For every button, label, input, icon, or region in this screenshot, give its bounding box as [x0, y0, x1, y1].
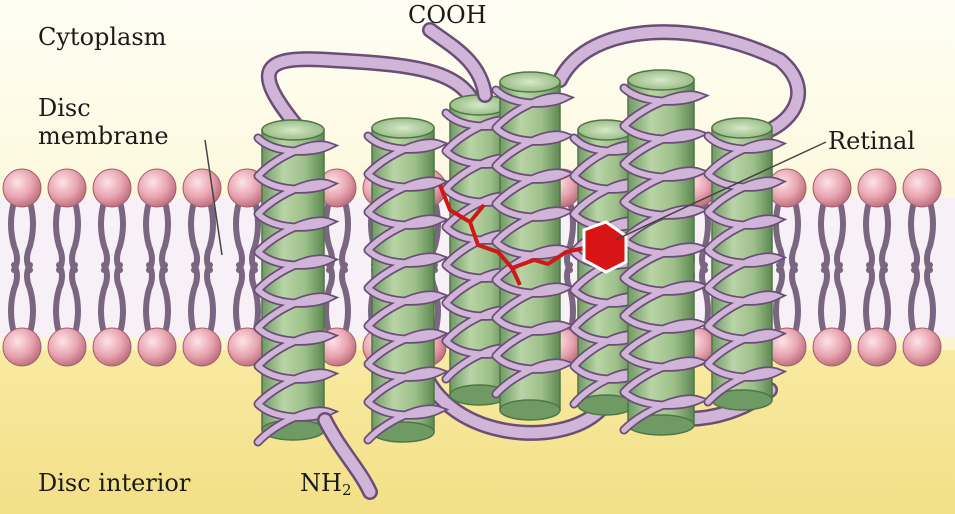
lipid-head	[48, 169, 86, 207]
helix-7	[708, 118, 776, 410]
lipid-head	[48, 328, 86, 366]
lipid-head	[813, 169, 851, 207]
nh2-label: NH2	[300, 470, 351, 499]
lipid-head	[858, 169, 896, 207]
disc-membrane-label: Disc membrane	[38, 95, 169, 150]
lipid-head	[183, 169, 221, 207]
cytoplasm-label: Cytoplasm	[38, 24, 166, 52]
nh2-label-main: NH	[300, 469, 342, 497]
lipid-head	[858, 328, 896, 366]
lipid-head	[93, 328, 131, 366]
lipid-head	[813, 328, 851, 366]
disc-interior-label: Disc interior	[38, 470, 190, 498]
lipid-head	[3, 169, 41, 207]
lipid-head	[183, 328, 221, 366]
lipid-head	[3, 328, 41, 366]
nh2-label-subscript: 2	[342, 481, 352, 499]
lipid-head	[903, 169, 941, 207]
lipid-head	[138, 328, 176, 366]
helix-1	[258, 120, 328, 442]
lipid-head	[93, 169, 131, 207]
helix-2	[368, 118, 438, 442]
lipid-head	[138, 169, 176, 207]
disc-membrane-label-line1: Disc	[38, 95, 169, 123]
helix-6	[624, 70, 698, 435]
retinal-label: Retinal	[828, 128, 915, 156]
disc-membrane-label-line2: membrane	[38, 123, 169, 151]
cooh-label: COOH	[408, 2, 487, 30]
lipid-head	[768, 169, 806, 207]
lipid-head	[903, 328, 941, 366]
helix-4	[496, 72, 564, 420]
